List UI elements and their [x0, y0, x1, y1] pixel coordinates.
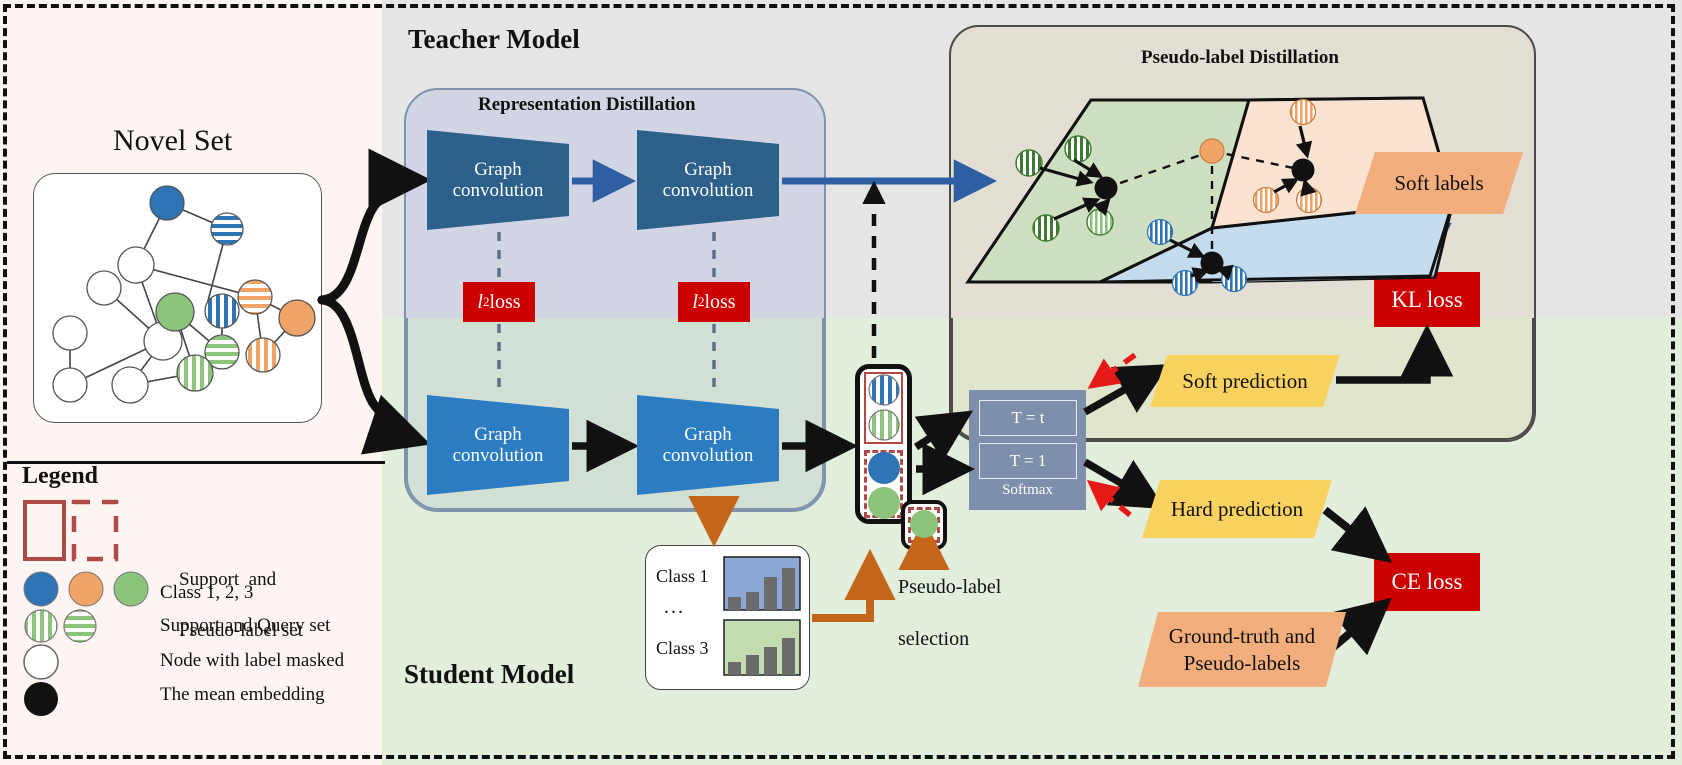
- l2-loss-symbol: l: [692, 290, 698, 313]
- student-model-title: Student Model: [404, 659, 575, 689]
- pseudo-label-selection-line2: selection: [898, 628, 970, 650]
- soft-prediction-label: Soft prediction: [1182, 368, 1308, 393]
- conv-label-line1: Graph: [684, 158, 732, 180]
- ground-truth-label-line2: Pseudo-labels: [1183, 650, 1301, 675]
- legend-title: Legend: [22, 463, 99, 489]
- pseudo-label-selection-caption: Pseudo-label selection: [878, 548, 1001, 678]
- l2-loss-subscript: 2: [697, 294, 705, 309]
- conv-label-line1: Graph: [684, 423, 732, 445]
- soft-labels-label: Soft labels: [1394, 170, 1484, 195]
- student-graph-conv-2: Graph convolution: [637, 395, 779, 495]
- softmax-caption: Softmax: [1002, 482, 1053, 498]
- conv-label-line1: Graph: [474, 423, 522, 445]
- ce-loss-box: CE loss: [1374, 553, 1480, 611]
- ce-loss-label: CE loss: [1391, 569, 1463, 594]
- hard-prediction-chip: Hard prediction: [1142, 480, 1332, 538]
- l2-loss-word: loss: [704, 290, 736, 313]
- legend-label-support-pseudo: Support and Pseudo-label set: [160, 541, 303, 669]
- legend-divider: [7, 461, 385, 464]
- conv-label-line1: Graph: [474, 158, 522, 180]
- novel-set-card: [33, 173, 322, 423]
- hard-prediction-label: Hard prediction: [1170, 496, 1304, 521]
- pseudo-label-distillation-title: Pseudo-label Distillation: [1141, 47, 1339, 68]
- softmax-block: [969, 390, 1086, 510]
- class-list-ellipsis: ...: [664, 596, 685, 618]
- legend-label-masked-node: Node with label masked: [160, 650, 345, 671]
- temperature-1-label: T = 1: [1009, 451, 1047, 470]
- figure-outer-border: [3, 4, 1675, 759]
- teacher-graph-conv-1: Graph convolution: [427, 130, 569, 230]
- pseudo-label-selection-line1: Pseudo-label: [898, 576, 1002, 598]
- representation-distillation-title: Representation Distillation: [478, 94, 696, 115]
- class-1-label: Class 1: [656, 566, 709, 586]
- teacher-model-title: Teacher Model: [408, 24, 580, 54]
- ground-truth-label-line1: Ground-truth and: [1168, 624, 1316, 649]
- novel-set-title: Novel Set: [113, 124, 233, 157]
- l2-loss-subscript: 2: [482, 294, 490, 309]
- soft-labels-chip: Soft labels: [1355, 152, 1523, 214]
- teacher-graph-conv-2: Graph convolution: [637, 130, 779, 230]
- legend-label-classes: Class 1, 2, 3: [160, 582, 254, 603]
- soft-prediction-chip: Soft prediction: [1150, 355, 1340, 407]
- kl-loss-box: KL loss: [1374, 272, 1480, 327]
- legend-line2: Pseudo-label set: [179, 619, 304, 641]
- temperature-t-box: T = t: [979, 400, 1077, 436]
- class-3-label: Class 3: [656, 638, 709, 658]
- legend-label-support-query: Support and Query set: [160, 615, 331, 636]
- conv-label-line2: convolution: [452, 180, 544, 201]
- conv-label-line2: convolution: [452, 445, 544, 466]
- legend-label-mean-embedding: The mean embedding: [160, 684, 325, 705]
- kl-loss-label: KL loss: [1391, 286, 1463, 312]
- temperature-1-box: T = 1: [979, 443, 1077, 479]
- ground-truth-pseudo-labels-chip: Ground-truth and Pseudo-labels: [1138, 612, 1346, 687]
- temperature-t-label: T = t: [1011, 408, 1045, 427]
- support-set-solid-frame: [864, 372, 903, 444]
- l2-loss-symbol: l: [477, 290, 483, 313]
- student-graph-conv-1: Graph convolution: [427, 395, 569, 495]
- pseudo-label-selection-dashed-frame: [908, 507, 940, 543]
- pseudo-label-set-dashed-frame: [864, 450, 903, 518]
- legend-line1: Support and: [179, 568, 277, 590]
- conv-label-line2: convolution: [662, 445, 754, 466]
- conv-label-line2: convolution: [662, 180, 754, 201]
- l2-loss-word: loss: [489, 290, 521, 313]
- histogram-ellipsis: ...: [736, 593, 756, 613]
